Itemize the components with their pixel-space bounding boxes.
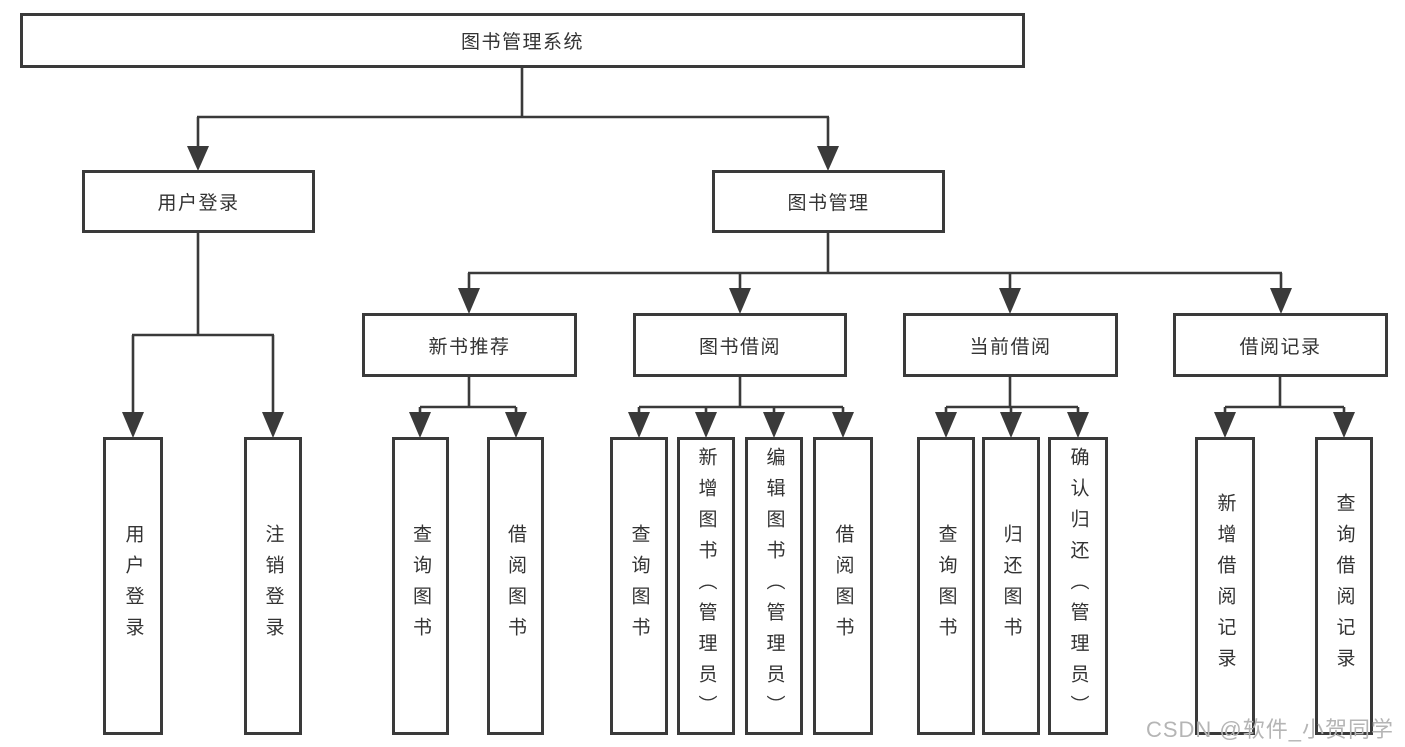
node-user-login: 用户登录 [82, 170, 315, 233]
node-label: 确认归还（管理员） [1067, 446, 1089, 726]
arrow-down-icon [817, 146, 839, 171]
node-label: 新增借阅记录 [1214, 493, 1236, 679]
node-borrowing-records: 借阅记录 [1173, 313, 1388, 377]
node-label: 借阅图书 [832, 524, 854, 648]
connector-borrowing [637, 377, 845, 415]
arrow-down-icon [1333, 412, 1355, 438]
arrow-down-icon [695, 412, 717, 438]
arrow-down-icon [1214, 412, 1236, 438]
node-label: 当前借阅 [969, 336, 1052, 358]
node-label: 编辑图书（管理员） [763, 446, 785, 726]
node-label: 图书管理 [787, 193, 870, 214]
leaf-add-books-admin: 新增图书（管理员） [677, 437, 735, 735]
node-label: 归还图书 [1000, 524, 1022, 648]
node-label: 图书借阅 [698, 336, 781, 358]
leaf-borrow-books: 借阅图书 [813, 437, 873, 735]
node-label: 借阅记录 [1239, 336, 1322, 358]
connector-books [467, 233, 1283, 290]
arrow-down-icon [1270, 288, 1292, 314]
node-label: 查询图书 [935, 524, 957, 648]
leaf-query-books-recommend: 查询图书 [392, 437, 449, 735]
node-label: 新书推荐 [428, 336, 511, 358]
node-label: 用户登录 [122, 524, 144, 648]
node-label: 查询图书 [410, 524, 431, 648]
node-label: 图书管理系统 [460, 32, 584, 53]
leaf-user-login: 用户登录 [103, 437, 163, 735]
leaf-borrow-books-recommend: 借阅图书 [487, 437, 544, 735]
arrow-down-icon [505, 412, 527, 438]
connector-root [196, 68, 830, 148]
node-label: 注销登录 [262, 524, 284, 648]
arrow-down-icon [187, 146, 209, 171]
leaf-confirm-return-admin: 确认归还（管理员） [1048, 437, 1108, 735]
node-label: 用户登录 [157, 193, 240, 214]
node-label: 新增图书（管理员） [695, 446, 717, 726]
arrow-down-icon [763, 412, 785, 438]
node-current-borrowing: 当前借阅 [903, 313, 1118, 377]
node-new-book-recommend: 新书推荐 [362, 313, 577, 377]
node-label: 查询图书 [628, 524, 650, 648]
leaf-edit-books-admin: 编辑图书（管理员） [745, 437, 803, 735]
arrow-down-icon [628, 412, 650, 438]
node-label: 借阅图书 [505, 524, 526, 648]
csdn-watermark: CSDN @软件_小贺同学 [1145, 717, 1394, 742]
arrow-down-icon [122, 412, 144, 438]
arrow-down-icon [935, 412, 957, 438]
arrow-down-icon [458, 288, 480, 314]
arrow-down-icon [832, 412, 854, 438]
leaf-return-books: 归还图书 [982, 437, 1040, 735]
connector-user [131, 233, 275, 414]
leaf-query-books-borrowing: 查询图书 [610, 437, 668, 735]
arrow-down-icon [1000, 412, 1022, 438]
leaf-logout: 注销登录 [244, 437, 302, 735]
node-book-borrowing: 图书借阅 [633, 313, 847, 377]
node-book-management: 图书管理 [712, 170, 945, 233]
connector-records [1223, 377, 1346, 415]
connector-new-book [418, 377, 518, 415]
leaf-query-borrow-record: 查询借阅记录 [1315, 437, 1373, 735]
arrow-down-icon [409, 412, 431, 438]
node-label: 查询借阅记录 [1333, 493, 1355, 679]
arrow-down-icon [999, 288, 1021, 314]
leaf-query-books-current: 查询图书 [917, 437, 975, 735]
leaf-add-borrow-record: 新增借阅记录 [1195, 437, 1255, 735]
arrow-down-icon [1067, 412, 1089, 438]
node-library-system: 图书管理系统 [20, 13, 1025, 68]
arrow-down-icon [729, 288, 751, 314]
connector-current [944, 377, 1080, 415]
arrow-down-icon [262, 412, 284, 438]
